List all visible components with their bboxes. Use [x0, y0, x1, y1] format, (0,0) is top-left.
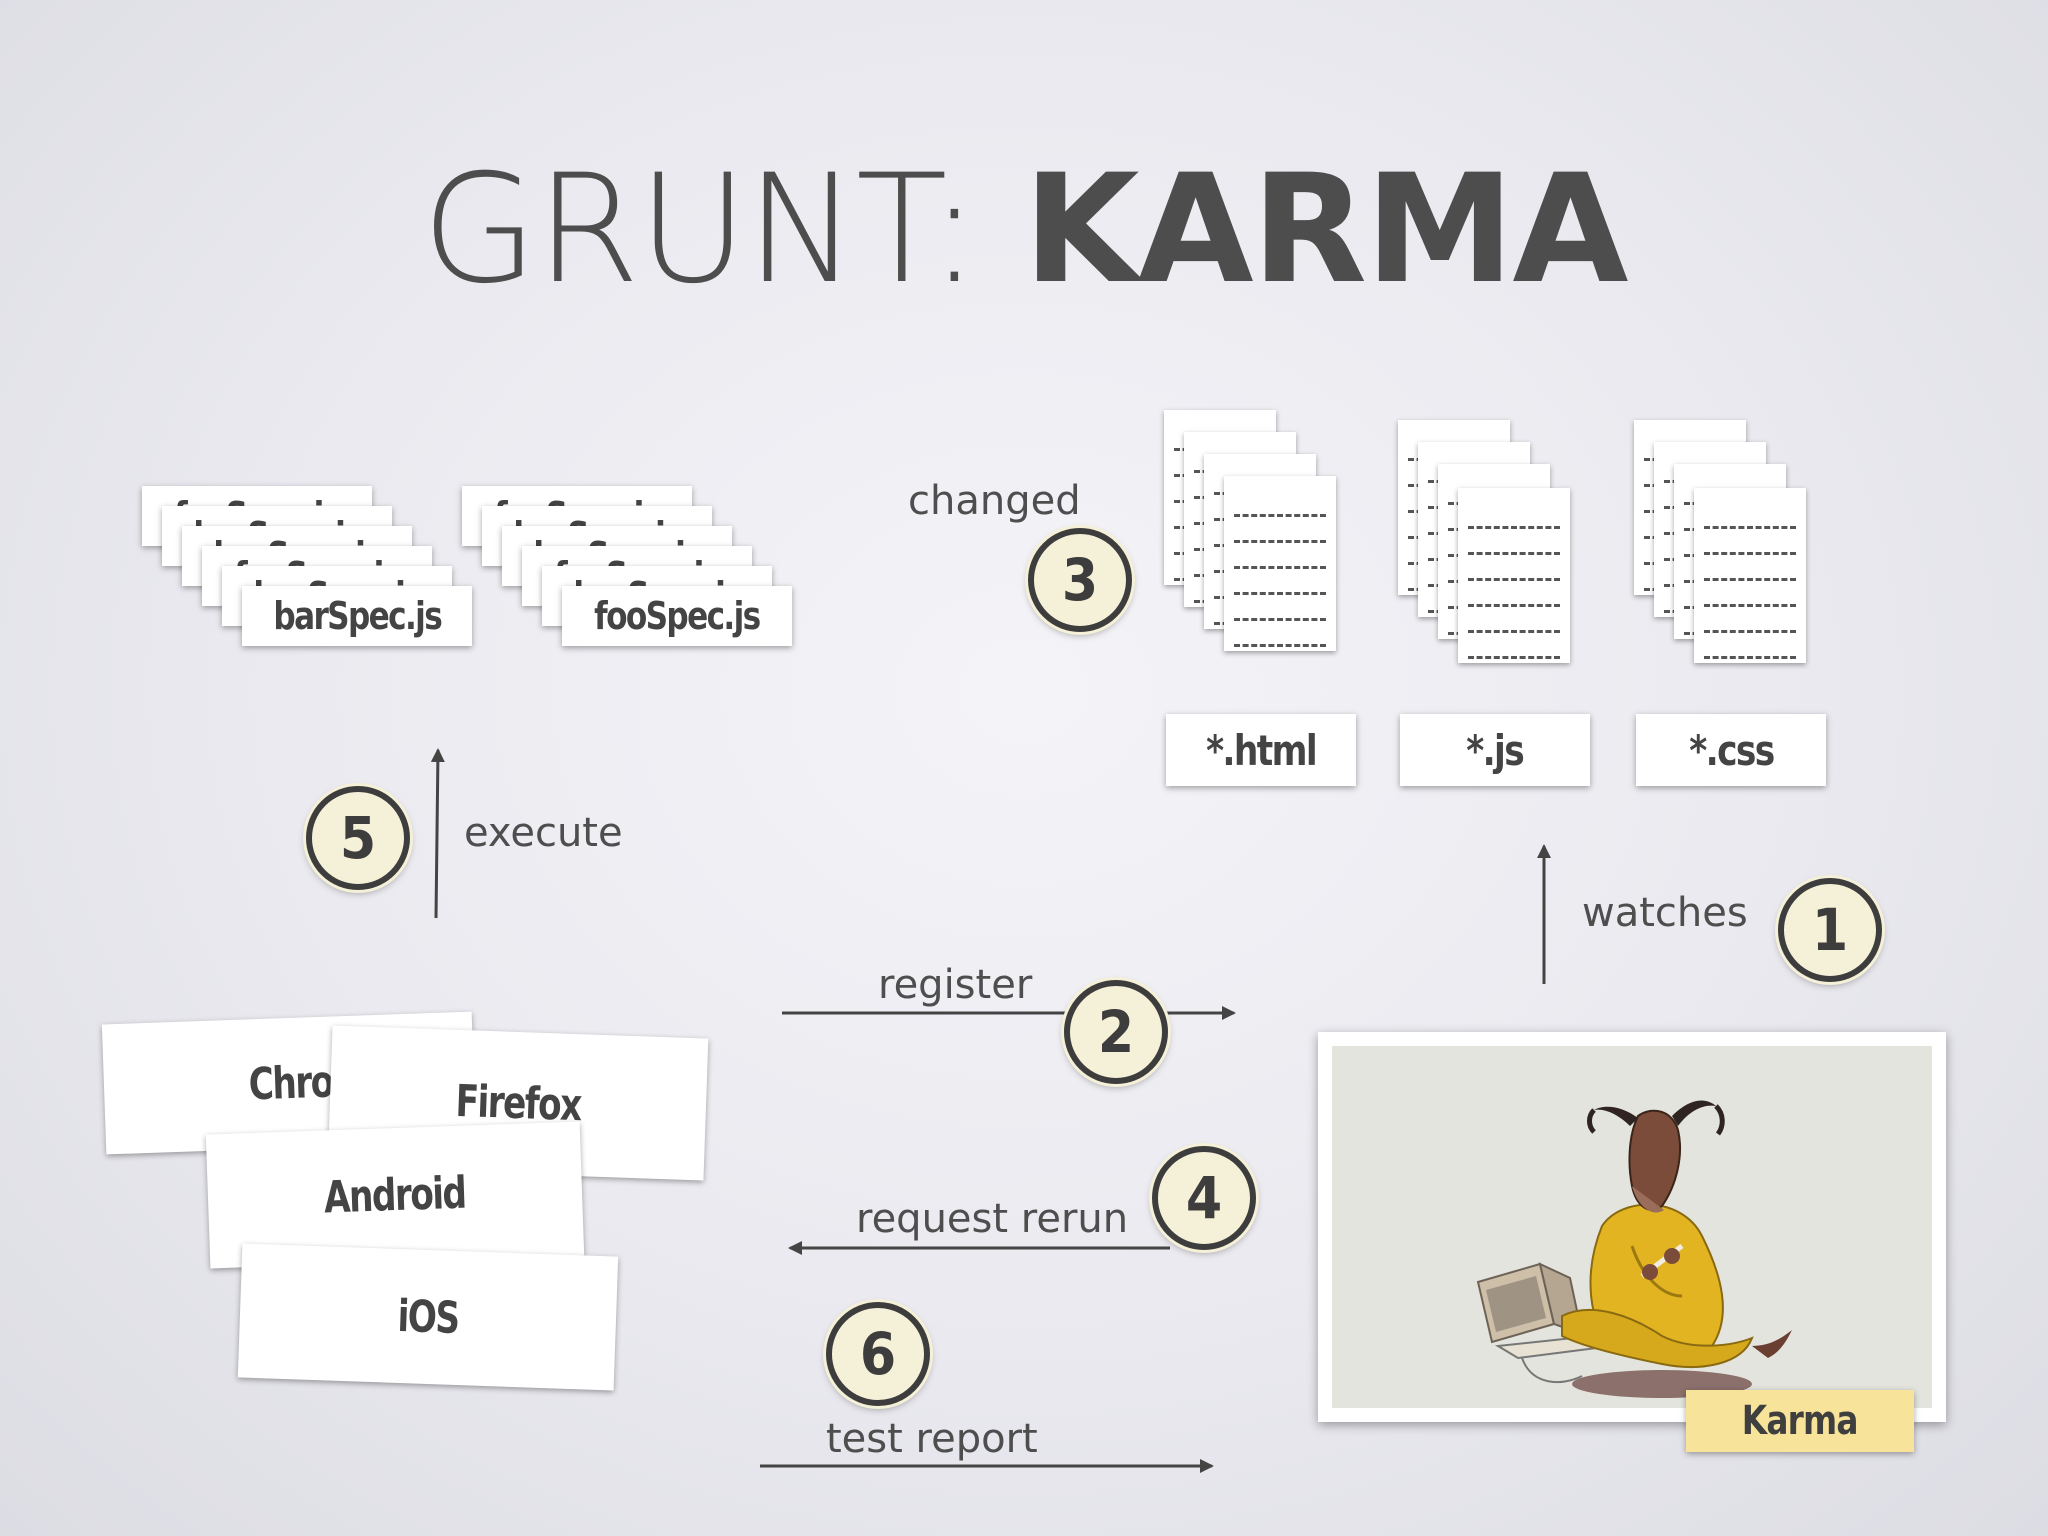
step-5-label: execute — [464, 810, 623, 856]
step-2-badge: 2 — [1064, 980, 1168, 1084]
step-1-label: watches — [1582, 890, 1748, 936]
step-4-label: request rerun — [856, 1196, 1129, 1242]
step-6-badge: 6 — [826, 1302, 930, 1406]
step-5-badge: 5 — [306, 786, 410, 890]
step-3-label: changed — [908, 478, 1081, 524]
gnu-mascot-illustration — [1476, 1100, 1792, 1398]
spec-card: barSpec.js — [242, 586, 472, 646]
gnu-figure — [1561, 1100, 1792, 1368]
step-6-label: test report — [826, 1416, 1038, 1462]
document-icon — [1458, 488, 1570, 663]
file-type-html: *.html — [1166, 714, 1356, 786]
karma-illustration — [1332, 1046, 1932, 1408]
title-main: KARMA — [1023, 143, 1628, 317]
karma-image-frame — [1318, 1032, 1946, 1422]
step-4-badge: 4 — [1152, 1146, 1256, 1250]
execute-arrow — [430, 748, 445, 919]
step-3-badge: 3 — [1028, 528, 1132, 632]
browser-card-ios: iOS — [237, 1243, 619, 1391]
title-prefix: GRUNT: — [421, 143, 1024, 317]
karma-label: Karma — [1686, 1390, 1914, 1452]
spec-card: fooSpec.js — [562, 586, 792, 646]
document-icon — [1224, 476, 1336, 651]
step-1-badge: 1 — [1778, 878, 1882, 982]
file-type-css: *.css — [1636, 714, 1826, 786]
document-icon — [1694, 488, 1806, 663]
slide-title: GRUNT: KARMA — [0, 150, 2048, 310]
step-2-label: register — [878, 962, 1033, 1008]
file-type-js: *.js — [1400, 714, 1590, 786]
computer-icon — [1476, 1262, 1616, 1384]
